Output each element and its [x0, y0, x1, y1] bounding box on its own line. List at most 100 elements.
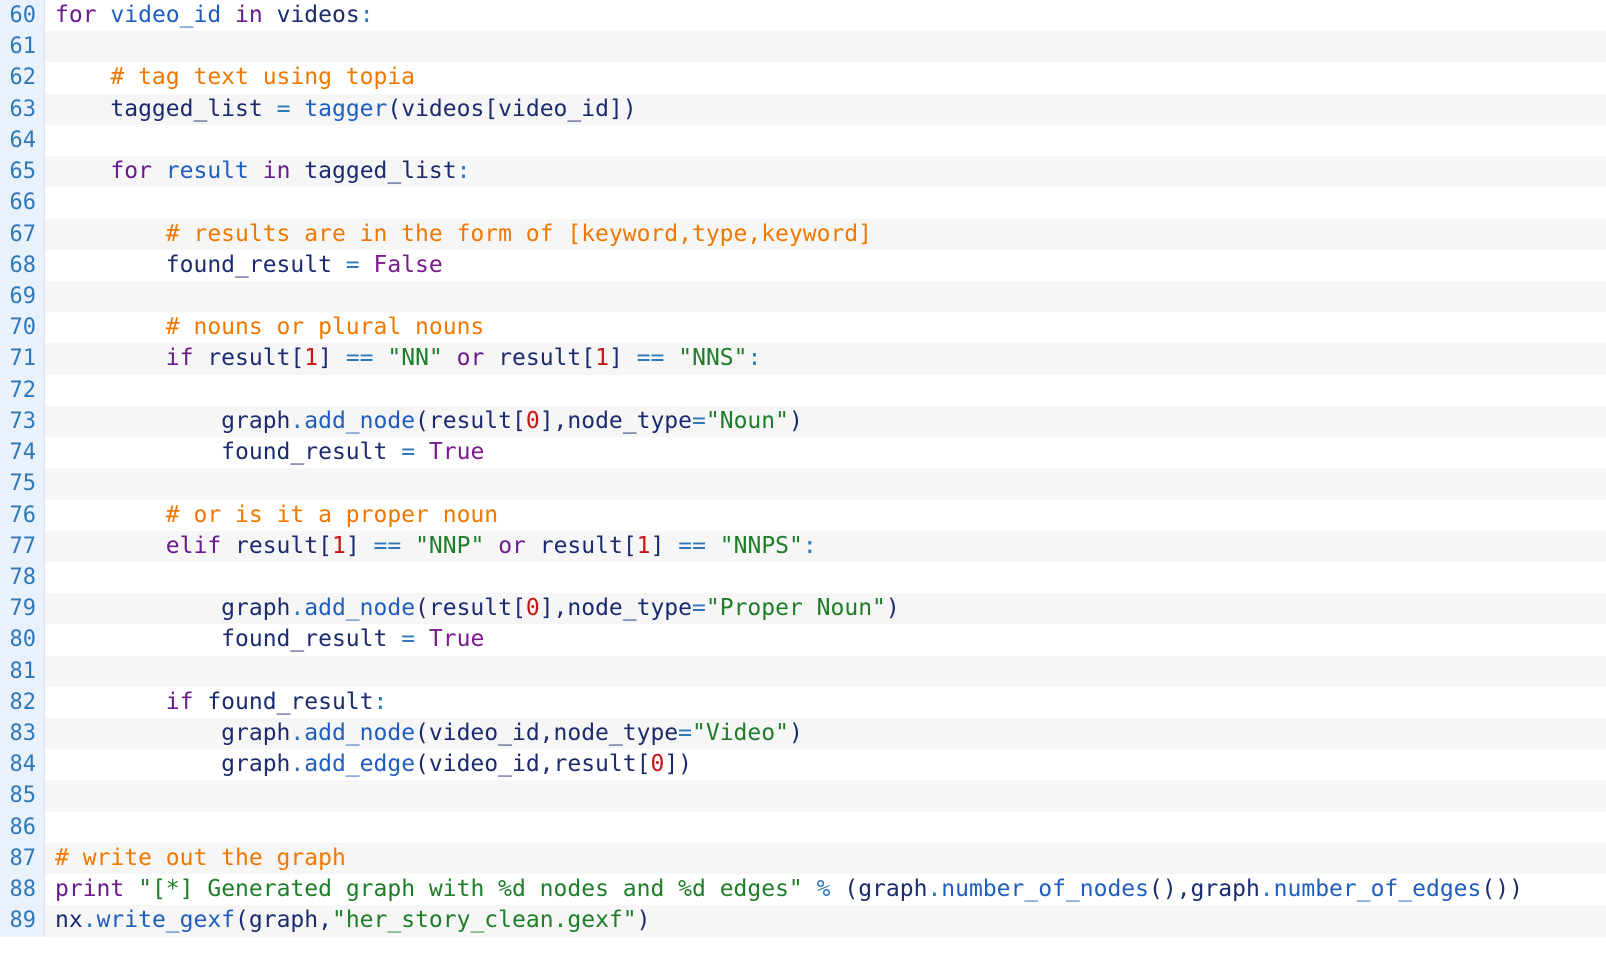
code-token	[55, 64, 110, 90]
code-line[interactable]: 75	[0, 468, 1606, 500]
code-token: nx	[55, 907, 83, 934]
function-token: add_node	[304, 595, 416, 622]
code-line[interactable]: 65 for result in tagged_list:	[0, 156, 1606, 188]
code-text[interactable]: graph.add_edge(video_id,result[0])	[45, 749, 1606, 781]
code-text[interactable]: graph.add_node(video_id,node_type="Video…	[45, 718, 1606, 750]
code-line[interactable]: 82 if found_result:	[0, 686, 1606, 719]
code-token: ]	[608, 345, 637, 372]
code-text[interactable]: graph.add_node(result[0],node_type="Prop…	[45, 593, 1606, 625]
code-token	[290, 96, 304, 122]
code-line[interactable]: 83 graph.add_node(video_id,node_type="Vi…	[0, 718, 1606, 750]
code-text[interactable]	[45, 780, 1606, 812]
code-line[interactable]: 79 graph.add_node(result[0],node_type="P…	[0, 593, 1606, 625]
operator-token: .	[82, 907, 97, 934]
operator-token: :	[802, 532, 817, 559]
code-token	[152, 158, 166, 184]
code-token	[55, 533, 166, 559]
operator-token: ==	[636, 345, 665, 372]
code-text[interactable]: # or is it a proper noun	[45, 499, 1606, 531]
code-token	[374, 345, 388, 371]
code-text[interactable]	[45, 187, 1606, 219]
line-number: 86	[0, 811, 45, 843]
code-line[interactable]: 76 # or is it a proper noun	[0, 499, 1606, 531]
operator-token: :	[456, 158, 471, 185]
code-text[interactable]: # results are in the form of [keyword,ty…	[45, 218, 1606, 250]
code-line[interactable]: 64	[0, 124, 1606, 157]
code-line[interactable]: 72	[0, 374, 1606, 406]
code-line[interactable]: 73 graph.add_node(result[0],node_type="N…	[0, 405, 1606, 438]
code-line[interactable]: 67 # results are in the form of [keyword…	[0, 218, 1606, 250]
code-line[interactable]: 77 elif result[1] == "NNP" or result[1] …	[0, 530, 1606, 562]
number-token: 1	[636, 532, 651, 559]
code-text[interactable]	[45, 561, 1606, 594]
code-text[interactable]: # write out the graph	[45, 842, 1606, 875]
code-line[interactable]: 85	[0, 780, 1606, 812]
code-token	[664, 345, 678, 371]
code-token	[55, 345, 166, 371]
string-token: "Noun"	[705, 407, 789, 434]
code-text[interactable]: # tag text using topia	[45, 62, 1606, 94]
code-text[interactable]: for video_id in videos:	[45, 0, 1606, 32]
code-token	[415, 439, 429, 465]
operator-token: .	[290, 407, 305, 434]
code-token: videos	[262, 2, 360, 28]
code-line[interactable]: 62 # tag text using topia	[0, 62, 1606, 94]
code-text[interactable]: for result in tagged_list:	[45, 156, 1606, 188]
code-text[interactable]	[45, 468, 1606, 500]
code-text[interactable]: tagged_list = tagger(videos[video_id])	[45, 93, 1606, 125]
code-line[interactable]: 80 found_result = True	[0, 624, 1606, 656]
code-text[interactable]: # nouns or plural nouns	[45, 312, 1606, 344]
number-token: 0	[650, 751, 665, 778]
operator-token: .	[290, 595, 305, 622]
keyword-token: elif	[165, 532, 222, 559]
line-number: 88	[0, 874, 45, 906]
operator-token: .	[290, 720, 305, 747]
code-text[interactable]	[45, 280, 1606, 313]
operator-token: .	[927, 876, 942, 903]
code-text[interactable]	[45, 124, 1606, 157]
code-text[interactable]: found_result = False	[45, 249, 1606, 281]
code-text[interactable]: if found_result:	[45, 686, 1606, 719]
string-token: "[*] Generated graph with %d nodes and %…	[138, 876, 803, 903]
code-line[interactable]: 66	[0, 187, 1606, 219]
code-token: (video_id,result[	[415, 751, 651, 778]
code-text[interactable]	[45, 374, 1606, 406]
code-text[interactable]: graph.add_node(result[0],node_type="Noun…	[45, 405, 1606, 438]
code-text[interactable]: if result[1] == "NN" or result[1] == "NN…	[45, 343, 1606, 375]
line-number: 77	[0, 530, 45, 562]
code-line[interactable]: 81	[0, 655, 1606, 687]
keyword-token: in	[235, 2, 263, 28]
line-number: 69	[0, 280, 45, 313]
code-token	[55, 502, 166, 528]
code-line[interactable]: 78	[0, 561, 1606, 594]
code-text[interactable]	[45, 31, 1606, 63]
code-line[interactable]: 71 if result[1] == "NN" or result[1] == …	[0, 343, 1606, 375]
code-line[interactable]: 69	[0, 280, 1606, 313]
code-text[interactable]: nx.write_gexf(graph,"her_story_clean.gex…	[45, 905, 1606, 937]
code-text[interactable]: found_result = True	[45, 437, 1606, 469]
code-text[interactable]: print "[*] Generated graph with %d nodes…	[45, 874, 1606, 906]
function-token: number_of_edges	[1273, 876, 1482, 903]
operator-token: ==	[373, 532, 402, 559]
code-text[interactable]	[45, 811, 1606, 843]
code-line[interactable]: 87# write out the graph	[0, 842, 1606, 875]
code-text[interactable]: found_result = True	[45, 624, 1606, 656]
comment-token: # or is it a proper noun	[165, 501, 499, 528]
code-line[interactable]: 84 graph.add_edge(video_id,result[0])	[0, 749, 1606, 781]
code-line[interactable]: 70 # nouns or plural nouns	[0, 312, 1606, 344]
code-line[interactable]: 68 found_result = False	[0, 249, 1606, 281]
code-line[interactable]: 74 found_result = True	[0, 437, 1606, 469]
function-token: write_gexf	[96, 907, 236, 934]
code-text[interactable]	[45, 655, 1606, 687]
code-token: (result[	[415, 407, 526, 434]
code-line[interactable]: 86	[0, 811, 1606, 843]
code-text[interactable]: elif result[1] == "NNP" or result[1] == …	[45, 530, 1606, 562]
line-number: 85	[0, 780, 45, 812]
code-line[interactable]: 63 tagged_list = tagger(videos[video_id]…	[0, 93, 1606, 125]
code-line[interactable]: 61	[0, 31, 1606, 63]
string-token: "Proper Noun"	[705, 595, 886, 622]
